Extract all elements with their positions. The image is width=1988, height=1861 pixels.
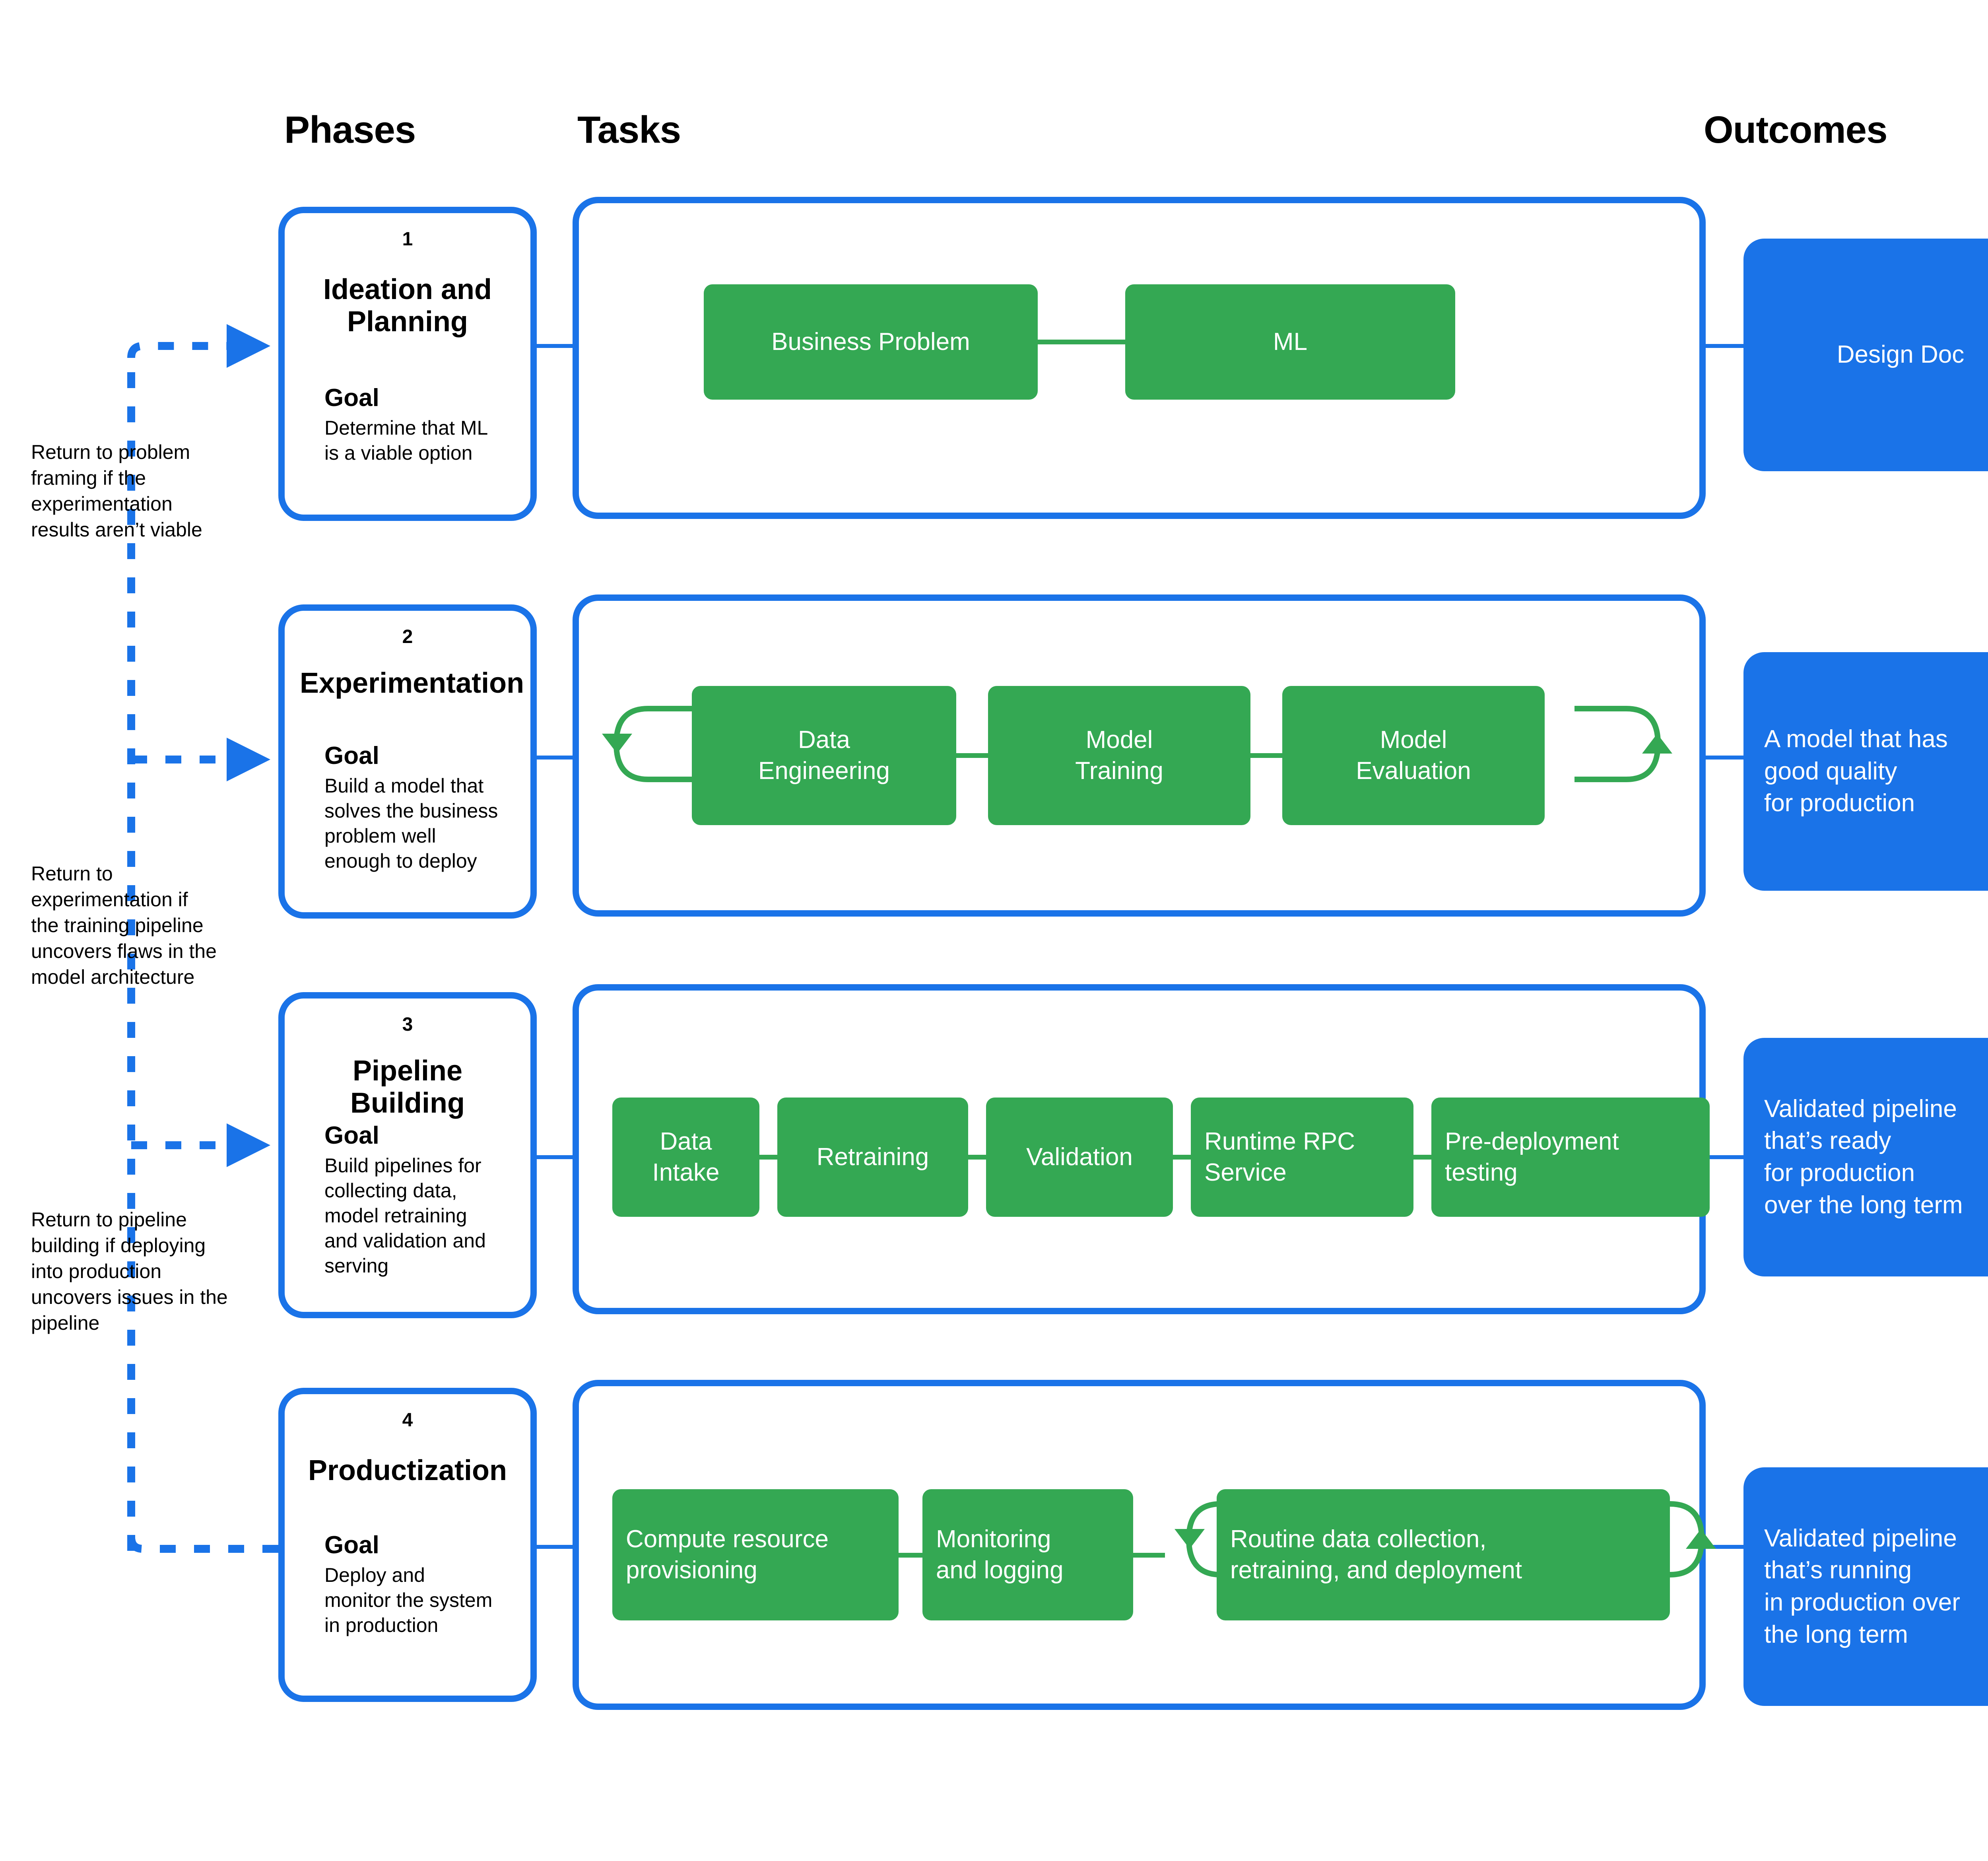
loopback-arrow-left-row4 <box>1175 1501 1272 1577</box>
goal-label-1: Goal <box>324 384 379 412</box>
column-header-outcomes: Outcomes <box>1704 109 1887 151</box>
task-box-pre-deployment-testing[interactable]: Pre-deployment testing <box>1431 1098 1710 1217</box>
column-header-phases: Phases <box>284 109 416 151</box>
phase-title-2: Experimentation <box>300 667 524 699</box>
task-box-model-training[interactable]: Model Training <box>988 686 1250 825</box>
arrowhead-to-phase3 <box>227 1123 270 1167</box>
goal-label-4: Goal <box>324 1531 379 1559</box>
connector-phase1-to-tasks1 <box>537 344 577 348</box>
task-connector-4b <box>1129 1553 1165 1558</box>
phase-card-1[interactable]: 1 Ideation and Planning Goal Determine t… <box>278 207 537 521</box>
connector-tasks1-to-outcome1 <box>1702 344 1745 348</box>
outcome-box-validated-pipeline-ready[interactable]: Validated pipeline that’s ready for prod… <box>1743 1038 1988 1276</box>
outcome-box-design-doc[interactable]: Design Doc <box>1743 239 1988 471</box>
task-box-data-engineering[interactable]: Data Engineering <box>692 686 956 825</box>
goal-text-4: Deploy and monitor the system in product… <box>324 1564 493 1637</box>
column-header-tasks: Tasks <box>577 109 681 151</box>
task-connector-3b <box>966 1155 990 1160</box>
goal-text-1: Determine that ML is a viable option <box>324 417 488 464</box>
phase-number-3: 3 <box>402 1014 413 1035</box>
task-box-model-evaluation[interactable]: Model Evaluation <box>1282 686 1545 825</box>
phase-number-4: 4 <box>402 1410 413 1431</box>
loopback-arrow-left-row2 <box>602 706 700 782</box>
task-connector-3a <box>757 1155 781 1160</box>
phase-card-3[interactable]: 3 Pipeline Building Goal Build pipelines… <box>278 992 537 1318</box>
phase-number-1: 1 <box>402 229 413 250</box>
goal-text-3: Build pipelines for collecting data, mod… <box>324 1154 486 1277</box>
goal-label-3: Goal <box>324 1122 379 1149</box>
task-box-data-intake[interactable]: Data Intake <box>612 1098 759 1217</box>
task-box-validation[interactable]: Validation <box>986 1098 1173 1217</box>
phase-number-2: 2 <box>402 626 413 647</box>
task-connector-2b <box>1246 753 1286 758</box>
connector-phase4-to-tasks4 <box>537 1545 577 1549</box>
return-note-pipeline-building: Return to pipeline building if deploying… <box>31 1208 228 1334</box>
loopback-arrow-right-row2 <box>1574 706 1672 782</box>
phase-title-3: Pipeline Building <box>350 1055 465 1119</box>
phase-title-1: Ideation and Planning <box>323 274 492 338</box>
task-connector-1a <box>1034 340 1129 344</box>
return-note-experimentation-pipeline: Return to experimentation if the trainin… <box>31 863 217 988</box>
task-box-runtime-rpc-service[interactable]: Runtime RPC Service <box>1191 1098 1413 1217</box>
return-note-problem-framing: Return to problem framing if the experim… <box>31 441 202 541</box>
outcome-box-good-quality-model[interactable]: A model that has good quality for produc… <box>1743 652 1988 891</box>
arrowhead-to-phase1 <box>227 324 270 368</box>
connector-tasks2-to-outcome2 <box>1702 756 1745 760</box>
phase-card-2[interactable]: 2 Experimentation Goal Build a model tha… <box>278 604 537 919</box>
phase-title-4: Productization <box>308 1455 507 1486</box>
arrowhead-to-phase2 <box>227 738 270 781</box>
goal-text-2: Build a model that solves the business p… <box>324 775 498 872</box>
task-box-retraining[interactable]: Retraining <box>777 1098 968 1217</box>
loopback-arrow-right-row4 <box>1618 1501 1716 1577</box>
task-box-routine-data-collection[interactable]: Routine data collection, retraining, and… <box>1217 1489 1670 1620</box>
task-connector-3c <box>1171 1155 1195 1160</box>
task-box-ml[interactable]: ML <box>1125 284 1455 400</box>
task-box-compute-resource-provisioning[interactable]: Compute resource provisioning <box>612 1489 899 1620</box>
connector-tasks3-to-outcome3 <box>1702 1155 1745 1159</box>
task-connector-4a <box>895 1553 926 1558</box>
task-box-monitoring-and-logging[interactable]: Monitoring and logging <box>922 1489 1133 1620</box>
task-connector-2a <box>952 753 992 758</box>
phase-card-4[interactable]: 4 Productization Goal Deploy and monitor… <box>278 1388 537 1702</box>
connector-tasks4-to-outcome4 <box>1702 1545 1745 1549</box>
connector-phase2-to-tasks2 <box>537 756 577 760</box>
goal-label-2: Goal <box>324 742 379 769</box>
task-connector-3d <box>1411 1155 1435 1160</box>
outcome-box-validated-pipeline-running[interactable]: Validated pipeline that’s running in pro… <box>1743 1467 1988 1706</box>
connector-phase3-to-tasks3 <box>537 1155 577 1159</box>
task-box-business-problem[interactable]: Business Problem <box>704 284 1038 400</box>
